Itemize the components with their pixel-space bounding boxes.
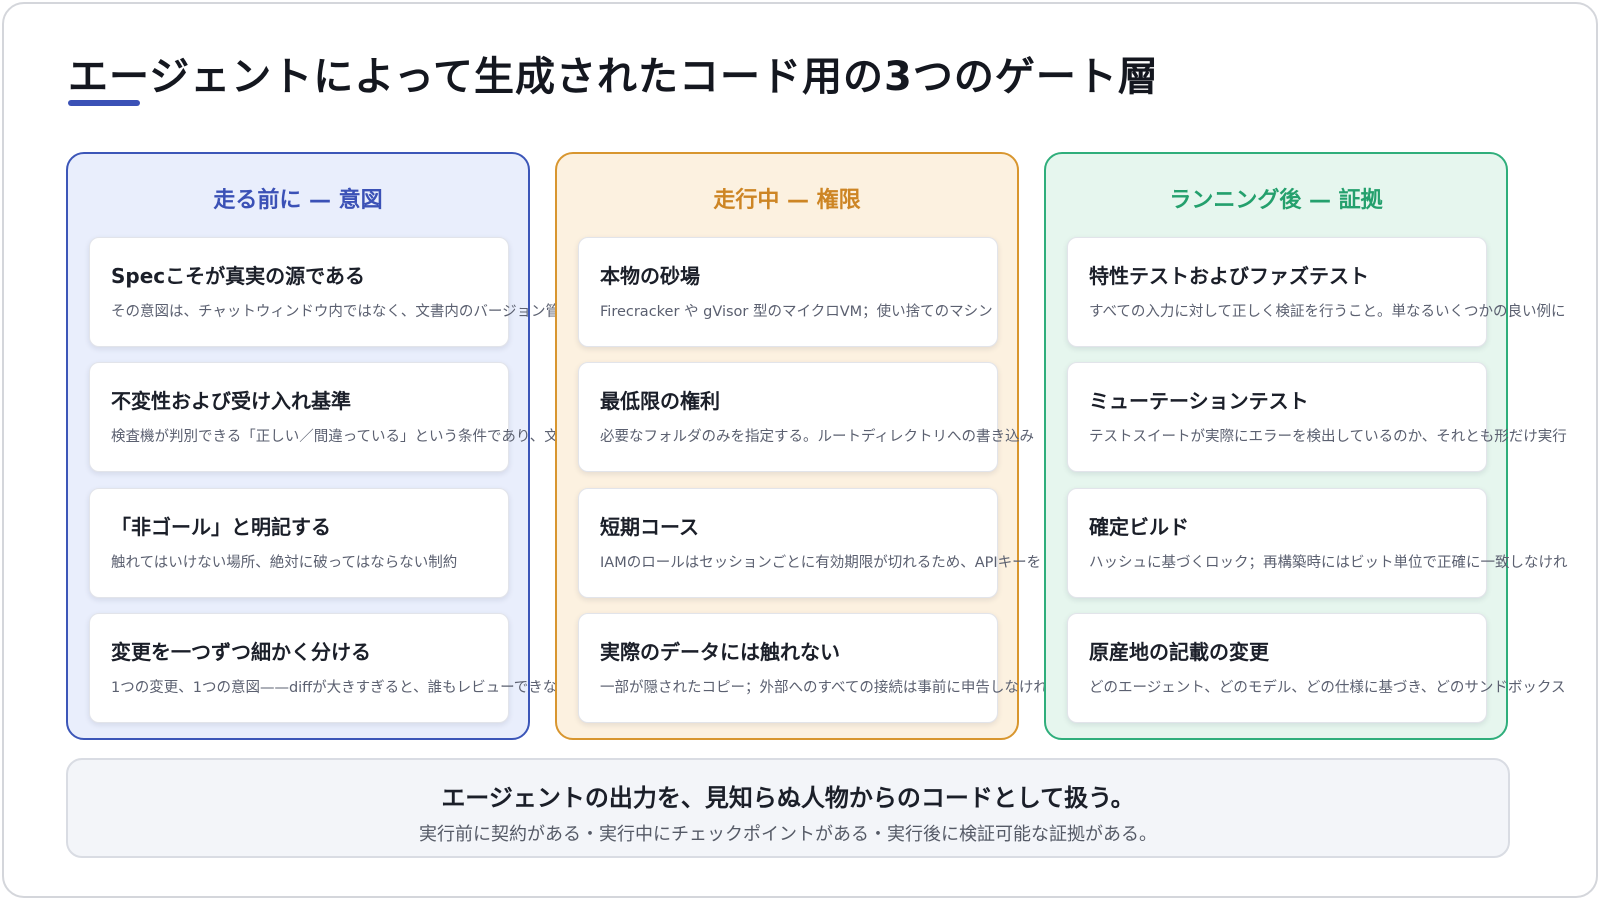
card-title: 原産地の記載の変更 — [1089, 640, 1269, 664]
card-small-changes: 変更を一つずつ細かく分ける 1つの変更、1つの意図——diffが大きすぎると、誰… — [89, 613, 557, 723]
column-evidence: ランニング後 — 証拠 特性テストおよびファズテスト すべての入力に対して正しく… — [1044, 152, 1568, 740]
card-description: 検査機が判別できる「正しい／間違っている」という条件であり、文 — [111, 429, 559, 445]
card-spec-source-of-truth: Specこそが真実の源である その意図は、チャットウィンドウ内ではなく、文書内の… — [89, 237, 560, 347]
title-underline — [68, 100, 140, 106]
card-real-sandbox: 本物の砂場 Firecracker や gVisor 型のマイクロVM；使い捨て… — [578, 237, 998, 347]
card-description: テストスイートが実際にエラーを検出しているのか、それとも形だけ実行 — [1089, 429, 1567, 445]
card-description: どのエージェント、どのモデル、どの仕様に基づき、どのサンドボックス — [1089, 680, 1566, 696]
card-title: 実際のデータには触れない — [600, 640, 840, 664]
card-no-real-data: 実際のデータには触れない 一部が隠されたコピー；外部へのすべての接続は事前に申告… — [578, 613, 1048, 723]
card-title: 「非ゴール」と明記する — [111, 515, 331, 539]
card-title: 特性テストおよびファズテスト — [1089, 264, 1369, 288]
page-title: エージェントによって生成されたコード用の3つのゲート層 — [68, 54, 1159, 100]
card-description: すべての入力に対して正しく検証を行うこと。単なるいくつかの良い例に — [1089, 304, 1566, 320]
column-permissions: 走行中 — 権限 本物の砂場 Firecracker や gVisor 型のマイ… — [555, 152, 1048, 740]
card-invariants-acceptance: 不変性および受け入れ基準 検査機が判別できる「正しい／間違っている」という条件で… — [89, 362, 559, 472]
column-title: 走行中 — 権限 — [713, 188, 861, 213]
card-non-goals: 「非ゴール」と明記する 触れてはいけない場所、絶対に破ってはならない制約 — [89, 488, 509, 598]
card-property-fuzz-testing: 特性テストおよびファズテスト すべての入力に対して正しく検証を行うこと。単なるい… — [1067, 237, 1565, 347]
card-description: ハッシュに基づくロック；再構築時にはビット単位で正確に一致しなけれ — [1089, 555, 1568, 571]
summary-subtext: 実行前に契約がある・実行中にチェックポイントがある・実行後に検証可能な証拠がある… — [419, 824, 1157, 845]
card-title: Specこそが真実の源である — [111, 264, 365, 288]
card-title: 確定ビルド — [1089, 515, 1189, 539]
card-description: 1つの変更、1つの意図——diffが大きすぎると、誰もレビューできな — [111, 680, 558, 696]
card-description: IAMのロールはセッションごとに有効期限が切れるため、APIキーを — [600, 555, 1042, 571]
summary-headline: エージェントの出力を、見知らぬ人物からのコードとして扱う。 — [441, 784, 1135, 812]
card-title: 最低限の権利 — [600, 389, 720, 413]
card-description: 一部が隠されたコピー；外部へのすべての接続は事前に申告しなけれ — [600, 680, 1048, 696]
card-deterministic-builds: 確定ビルド ハッシュに基づくロック；再構築時にはビット単位で正確に一致しなけれ — [1067, 488, 1568, 598]
card-description: その意図は、チャットウィンドウ内ではなく、文書内のバージョン管 — [111, 304, 561, 320]
column-intent: 走る前に — 意図 Specこそが真実の源である その意図は、チャットウィンドウ… — [66, 152, 560, 740]
summary-banner: エージェントの出力を、見知らぬ人物からのコードとして扱う。 実行前に契約がある・… — [66, 758, 1510, 858]
card-description: Firecracker や gVisor 型のマイクロVM；使い捨てのマシン — [600, 304, 993, 320]
card-description: 必要なフォルダのみを指定する。ルートディレクトリへの書き込み — [600, 429, 1034, 445]
card-mutation-testing: ミューテーションテスト テストスイートが実際にエラーを検出しているのか、それとも… — [1067, 362, 1567, 472]
card-provenance: 原産地の記載の変更 どのエージェント、どのモデル、どの仕様に基づき、どのサンドボ… — [1067, 613, 1565, 723]
card-title: 変更を一つずつ細かく分ける — [111, 640, 371, 664]
column-title: 走る前に — 意図 — [213, 188, 383, 213]
card-title: ミューテーションテスト — [1089, 389, 1309, 413]
card-title: 短期コース — [600, 515, 699, 539]
card-title: 不変性および受け入れ基準 — [111, 389, 351, 413]
column-title: ランニング後 — 証拠 — [1169, 188, 1383, 213]
card-short-lived-credentials: 短期コース IAMのロールはセッションごとに有効期限が切れるため、APIキーを — [578, 488, 1041, 598]
card-least-privilege: 最低限の権利 必要なフォルダのみを指定する。ルートディレクトリへの書き込み — [578, 362, 1034, 472]
card-title: 本物の砂場 — [600, 264, 700, 288]
card-description: 触れてはいけない場所、絶対に破ってはならない制約 — [111, 555, 458, 571]
